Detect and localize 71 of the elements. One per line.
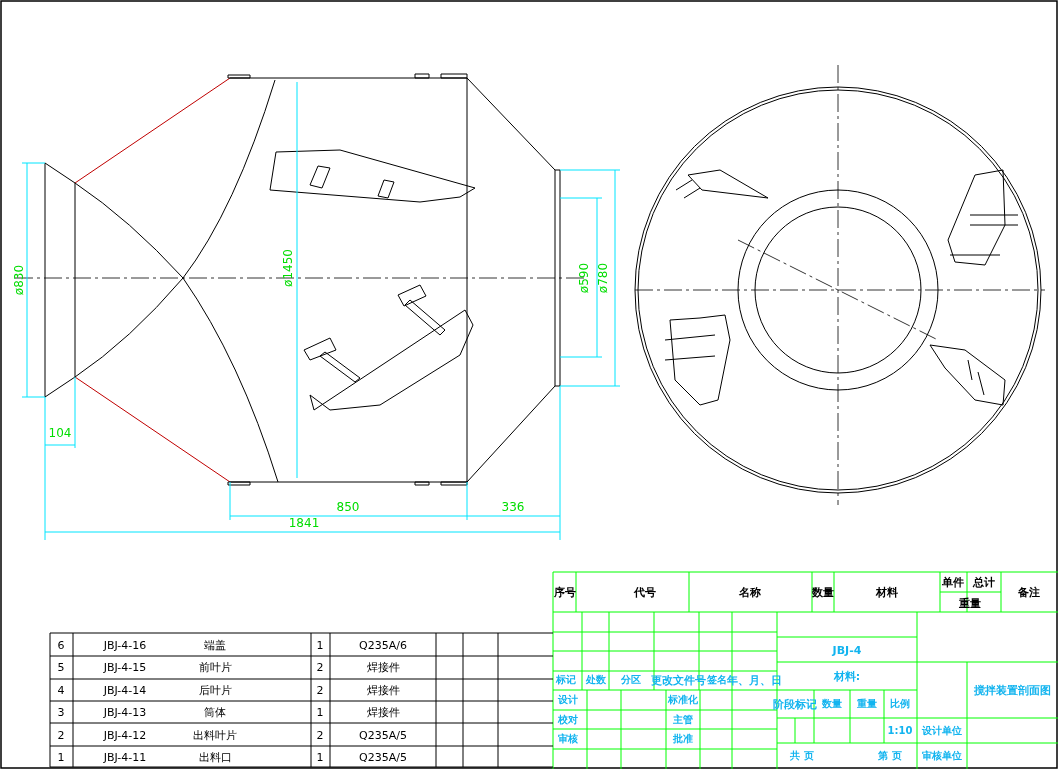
field-label: 处数 [586, 675, 606, 685]
part-name: 前叶片 [198, 661, 232, 673]
part-name: 筒体 [204, 706, 226, 718]
field-label: 签名 [707, 675, 727, 685]
quantity: 1 [316, 751, 324, 763]
dimension-text: ø1450 [282, 249, 294, 287]
field-label: 批准 [673, 734, 693, 744]
dimension-text: 850 [336, 501, 360, 513]
field-label: 更改文件号 [650, 674, 706, 686]
column-header: 备注 [1018, 586, 1040, 598]
part-name: 端盖 [204, 639, 226, 651]
column-header: 名称 [739, 586, 761, 598]
part-name: 出料叶片 [193, 729, 237, 741]
field-label: 审核单位 [922, 751, 962, 761]
column-header: 数量 [812, 586, 834, 598]
field-label: 标记 [556, 675, 576, 685]
part-code: JBJ-4-14 [103, 684, 147, 696]
field-label: 设计单位 [922, 726, 962, 736]
dimension-text: ø590 [578, 262, 590, 294]
column-header: 重量 [959, 597, 981, 609]
material: 焊接件 [366, 684, 400, 696]
field-label: 校对 [558, 715, 578, 725]
part-number: 2 [57, 729, 65, 741]
dimension-text: 1841 [288, 517, 320, 529]
column-header: 单件 [942, 576, 964, 588]
material: Q235A/5 [359, 729, 407, 741]
material: 焊接件 [366, 706, 400, 718]
part-code: JBJ-4-15 [103, 661, 147, 673]
dimension-text: ø830 [13, 264, 25, 296]
dimension-text: 336 [501, 501, 525, 513]
field-label: 材料: [833, 670, 861, 682]
material: Q235A/5 [359, 751, 407, 763]
field-label: 主管 [673, 715, 693, 725]
part-number: 3 [57, 706, 65, 718]
drawing-title: 搅拌装置剖面图 [973, 684, 1051, 696]
part-name: 出料口 [198, 751, 232, 763]
drawing-number: JBJ-4 [832, 644, 862, 656]
field-label: 年、月、日 [726, 674, 782, 686]
part-code: JBJ-4-11 [103, 751, 147, 763]
part-number: 5 [57, 661, 65, 673]
field-label: 阶段标记 [773, 698, 817, 710]
column-header: 总计 [973, 576, 995, 588]
column-header: 代号 [634, 586, 656, 598]
column-header: 材料 [876, 586, 898, 598]
part-code: JBJ-4-13 [103, 706, 147, 718]
dimension-text: 104 [48, 427, 72, 439]
part-number: 6 [57, 639, 65, 651]
part-code: JBJ-4-16 [103, 639, 147, 651]
field-label: 分区 [621, 675, 641, 685]
scale-value: 1:10 [887, 726, 913, 736]
part-number: 1 [57, 751, 65, 763]
material: Q235A/6 [359, 639, 407, 651]
field-label: 数量 [822, 699, 842, 709]
column-header: 序号 [554, 586, 576, 598]
part-number: 4 [57, 684, 65, 696]
dimension-text: ø780 [597, 262, 609, 294]
quantity: 2 [316, 661, 324, 673]
quantity: 2 [316, 729, 324, 741]
field-label: 设计 [558, 695, 578, 705]
part-code: JBJ-4-12 [103, 729, 147, 741]
material: 焊接件 [366, 661, 400, 673]
field-label: 第 页 [878, 751, 902, 761]
field-label: 共 页 [790, 751, 814, 761]
part-name: 后叶片 [198, 684, 232, 696]
quantity: 1 [316, 706, 324, 718]
field-label: 重量 [857, 699, 877, 709]
quantity: 2 [316, 684, 324, 696]
field-label: 标准化 [668, 695, 698, 705]
field-label: 比例 [890, 699, 910, 709]
field-label: 审核 [558, 734, 578, 744]
quantity: 1 [316, 639, 324, 651]
